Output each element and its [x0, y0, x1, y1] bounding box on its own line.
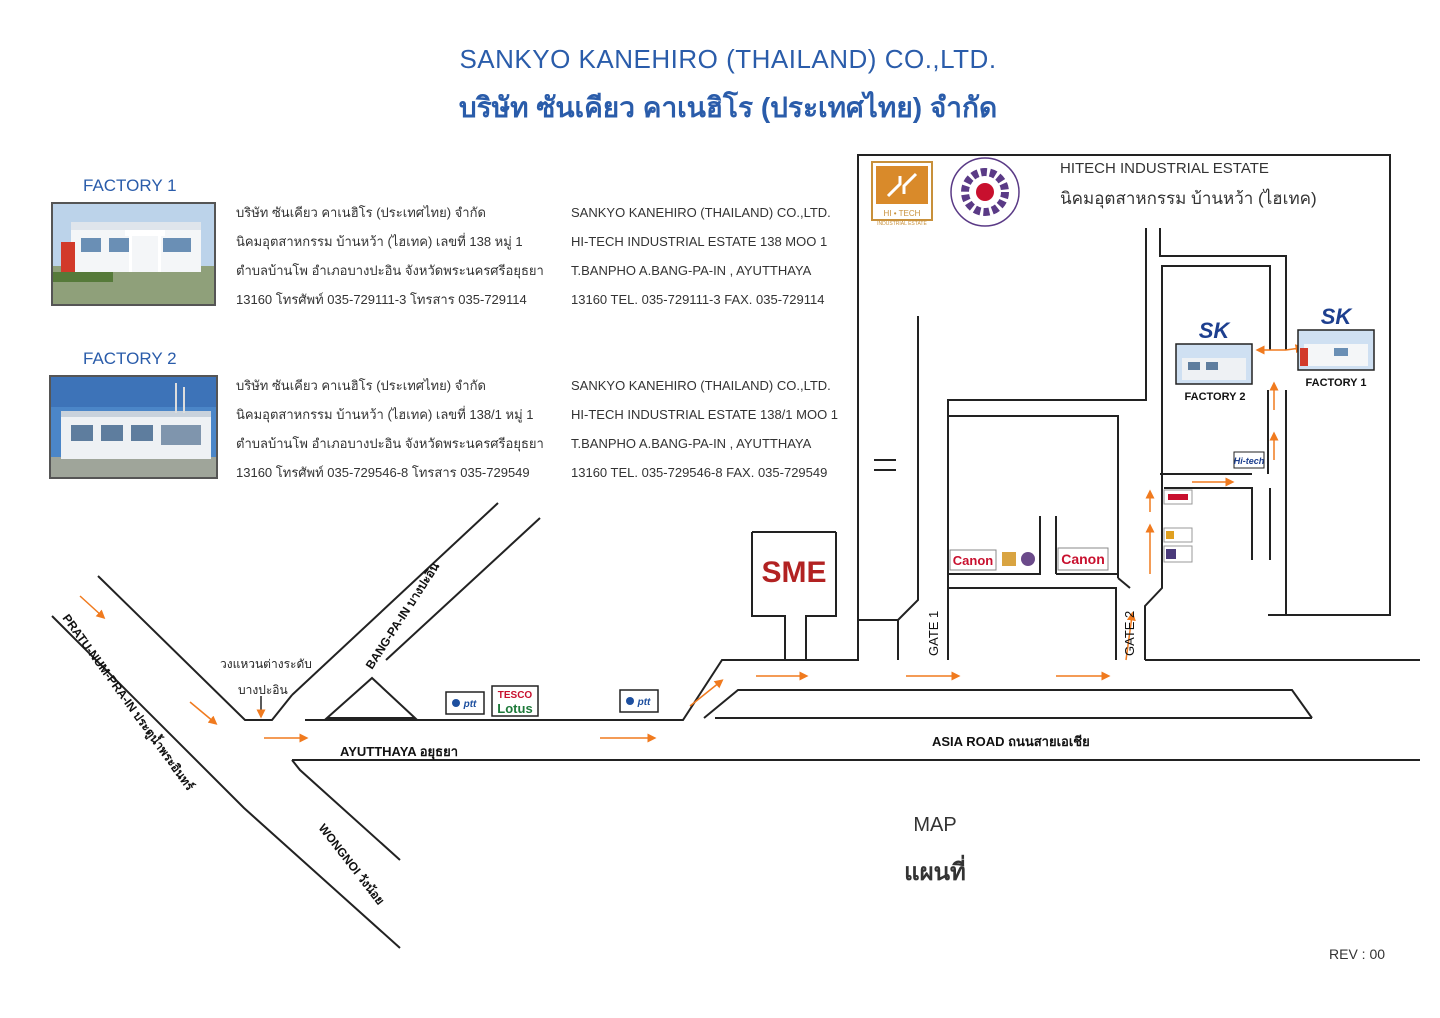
canon-landmark-2: Canon	[1061, 551, 1105, 567]
interchange-label-line1: วงแหวนต่างระดับ	[220, 657, 312, 671]
factory1-address-en: SANKYO KANEHIRO (THAILAND) CO.,LTD. HI-T…	[571, 198, 831, 314]
estate-mini-logo	[1002, 552, 1016, 566]
ptt-landmark-1: ptt	[463, 699, 477, 710]
road-pratunum-south	[51, 615, 401, 949]
company-badge-mark	[1166, 531, 1174, 539]
tesco-landmark-line2: Lotus	[497, 701, 532, 716]
sme-landmark: SME	[761, 556, 826, 589]
address-line: 13160 โทรศัพท์ 035-729546-8 โทรสาร 035-7…	[236, 465, 530, 480]
inner-block-north	[948, 415, 1119, 578]
asia-road-median-top	[703, 689, 1313, 719]
inner-block-south	[948, 587, 1117, 660]
factory1-heading: FACTORY 1	[83, 176, 177, 195]
direction-arrow	[689, 679, 724, 707]
factory1-map-label: FACTORY 1	[1306, 377, 1367, 389]
road-network	[51, 154, 1420, 949]
address-line: บริษัท ซันเคียว คาเนฮิโร (ประเทศไทย) จำก…	[236, 378, 486, 393]
company-badge-mark	[1166, 549, 1176, 559]
road-bangpain-east	[385, 517, 541, 661]
address-line: HI-TECH INDUSTRIAL ESTATE 138/1 MOO 1	[571, 407, 839, 422]
ieat-mini-logo	[1021, 552, 1035, 566]
address-line: SANKYO KANEHIRO (THAILAND) CO.,LTD.	[571, 205, 831, 220]
canon-landmark-1: Canon	[953, 553, 994, 568]
map-caption-th: แผนที่	[904, 859, 966, 886]
ptt-landmark-2: ptt	[637, 697, 651, 708]
ptt-badge-2	[619, 689, 659, 713]
asia-road-north-edge	[305, 619, 898, 721]
factory2-photo	[49, 375, 218, 479]
estate-name-en: HITECH INDUSTRIAL ESTATE	[1060, 160, 1269, 177]
address-line: บริษัท ซันเคียว คาเนฮิโร (ประเทศไทย) จำก…	[236, 205, 486, 220]
sme-driveway-east	[805, 532, 837, 660]
gate2-road	[1144, 265, 1271, 660]
company-title-en: SANKYO KANEHIRO (THAILAND) CO.,LTD.	[459, 44, 997, 74]
hitech-small-badge	[1233, 451, 1265, 469]
address-line: SANKYO KANEHIRO (THAILAND) CO.,LTD.	[571, 378, 831, 393]
gate1-road-east	[947, 228, 1147, 660]
factory2-address-th: บริษัท ซันเคียว คาเนฮิโร (ประเทศไทย) จำก…	[236, 371, 544, 487]
ieat-logo-center	[976, 183, 994, 201]
direction-arrow	[79, 595, 106, 620]
factory2-address-en: SANKYO KANEHIRO (THAILAND) CO.,LTD. HI-T…	[571, 371, 838, 487]
address-line: นิคมอุตสาหกรรม บ้านหว้า (ไฮเทค) เลขที่ 1…	[236, 234, 523, 249]
tesco-badge	[491, 685, 539, 717]
factory1-address-th: บริษัท ซันเคียว คาเนฮิโร (ประเทศไทย) จำก…	[236, 198, 544, 314]
ptt-drop-icon	[626, 697, 634, 705]
canon-badge-1	[949, 549, 997, 571]
gate1-label: GATE 1	[926, 611, 941, 656]
factory2-map-label: FACTORY 2	[1185, 391, 1246, 403]
direction-arrows	[79, 344, 1305, 743]
address-line: 13160 TEL. 035-729546-8 FAX. 035-729549	[571, 465, 828, 480]
road-label-wongnoi: WONGNOI วังน้อย	[316, 821, 388, 907]
address-line: 13160 โทรศัพท์ 035-729111-3 โทรสาร 035-7…	[236, 292, 527, 307]
address-line: HI-TECH INDUSTRIAL ESTATE 138 MOO 1	[571, 234, 828, 249]
map-caption-en: MAP	[913, 814, 957, 836]
gate1-road-west	[897, 316, 919, 621]
canon-badge-2	[1057, 547, 1109, 571]
gate2-label: GATE 2	[1122, 611, 1137, 656]
direction-arrow	[189, 701, 218, 725]
road-label-asia-road: ASIA ROAD ถนนสายเอเชีย	[932, 734, 1090, 749]
ptt-badge-1	[445, 691, 485, 715]
estate-name-th: นิคมอุตสาหกรรม บ้านหว้า (ไฮเทค)	[1060, 189, 1317, 208]
ptt-drop-icon	[452, 699, 460, 707]
tesco-landmark-line1: TESCO	[498, 690, 533, 701]
road-label-pratu-num: PRATU-NUM-PRA-IN ประตูน้ำพระอินทร์	[59, 610, 200, 794]
ieat-logo-gear	[961, 168, 1009, 216]
road-bangpain-west	[291, 502, 499, 696]
hitech-logo-mark	[886, 172, 918, 198]
hitech-logo-fill	[876, 166, 928, 204]
road-label-bang-pa-in: BANG-PA-IN บางปะอิน	[363, 559, 443, 671]
direction-arrow	[1125, 611, 1136, 661]
address-line: ตำบลบ้านโพ อำเภอบางปะอิน จังหวัดพระนครศร…	[236, 436, 544, 451]
address-line: T.BANPHO A.BANG-PA-IN , AYUTTHAYA	[571, 263, 812, 278]
hitech-small-label: Hi-tech	[1234, 456, 1265, 466]
road-label-ayutthaya: AYUTTHAYA อยุธยา	[340, 744, 458, 760]
address-line: นิคมอุตสาหกรรม บ้านหว้า (ไฮเทค) เลขที่ 1…	[236, 407, 534, 422]
hitech-logo-text: HI • TECH	[884, 209, 921, 218]
sk-logo-factory1: SK	[1321, 304, 1354, 329]
interchange-label-line2: บางปะอิน	[238, 683, 288, 697]
company-title-th: บริษัท ซันเคียว คาเนฮิโร (ประเทศไทย) จำก…	[458, 92, 998, 123]
address-line: T.BANPHO A.BANG-PA-IN , AYUTTHAYA	[571, 436, 812, 451]
revision-label: REV : 00	[1329, 946, 1386, 962]
sk-logo-factory2: SK	[1199, 318, 1232, 343]
traffic-island	[324, 676, 418, 719]
company-badge-mark	[1168, 494, 1188, 500]
address-line: ตำบลบ้านโพ อำเภอบางปะอิน จังหวัดพระนครศร…	[236, 263, 544, 278]
address-line: 13160 TEL. 035-729111-3 FAX. 035-729114	[571, 292, 825, 307]
estate-boundary	[857, 154, 1391, 620]
factory2-heading: FACTORY 2	[83, 349, 177, 368]
hitech-logo-subtext: INDUSTRIAL ESTATE	[877, 221, 927, 227]
road-pratunum-north	[97, 575, 293, 721]
factory1-photo	[51, 202, 216, 306]
road-wongnoi-edge	[291, 759, 401, 861]
sme-driveway-west	[751, 532, 786, 660]
